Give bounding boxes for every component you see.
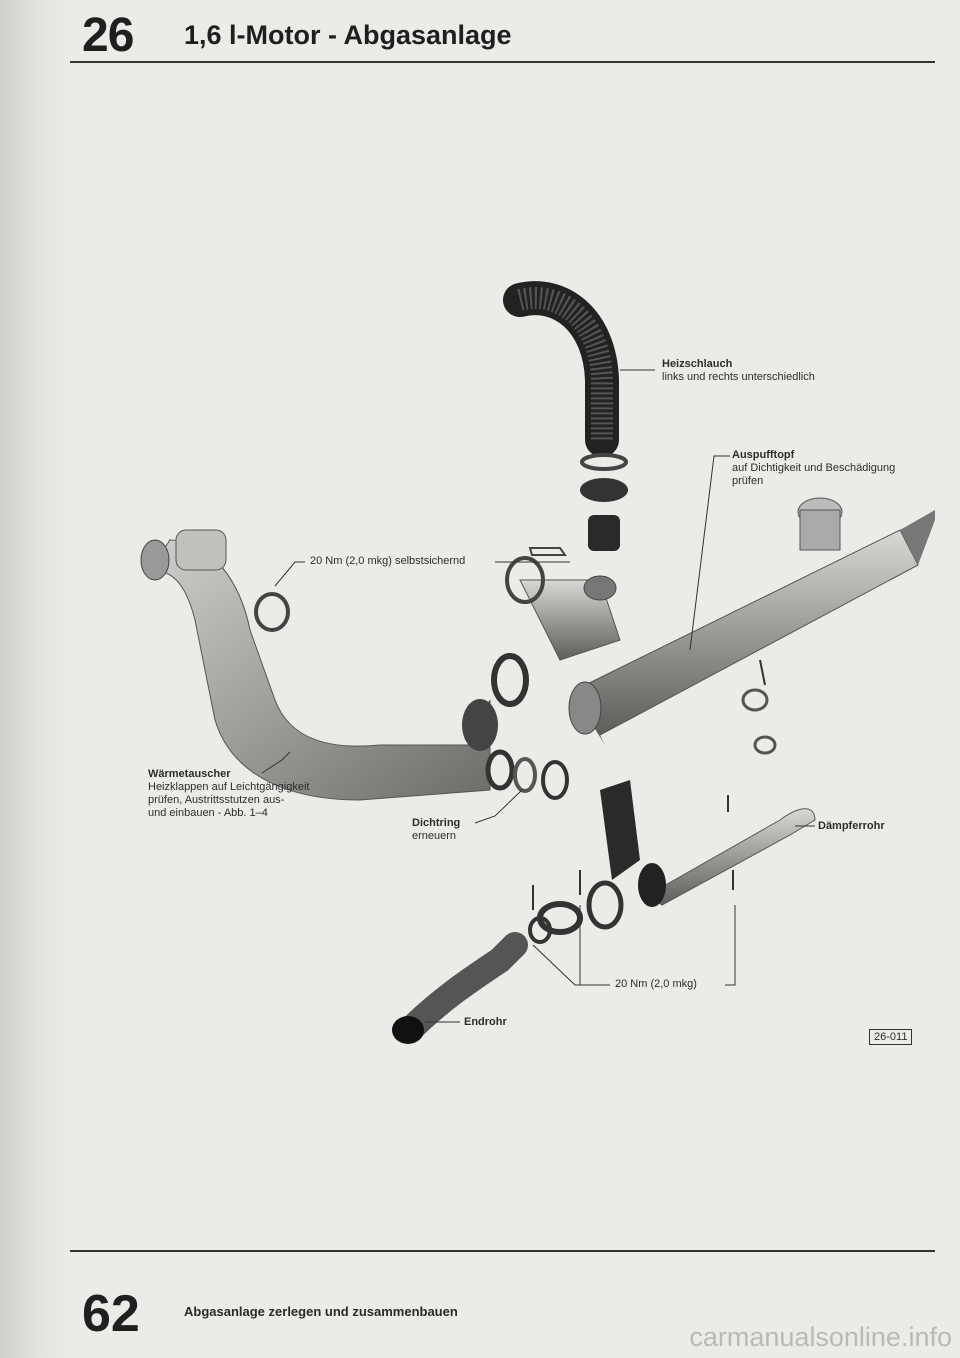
dichtring-note: erneuern bbox=[412, 830, 457, 842]
header-rule bbox=[70, 61, 935, 63]
footer-title: Abgasanlage zerlegen und zusammenbauen bbox=[184, 1304, 458, 1319]
figure-reference: 26-011 bbox=[869, 1029, 913, 1045]
label-auspufftopf: Auspufftopf auf Dichtigkeit und Beschädi… bbox=[732, 449, 895, 488]
waermetauscher-note-3: und einbauen - Abb. 1–4 bbox=[148, 807, 268, 819]
watermark: carmanualsonline.info bbox=[689, 1322, 952, 1352]
auspufftopf-note-2: prüfen bbox=[732, 475, 764, 487]
chapter-number: 26 bbox=[82, 9, 134, 62]
clamps-and-rings bbox=[485, 653, 777, 800]
heizschlauch-note: links und rechts unterschiedlich bbox=[662, 371, 815, 383]
auspufftopf-note-1: auf Dichtigkeit und Beschädigung bbox=[732, 462, 896, 474]
label-endrohr: Endrohr bbox=[464, 1016, 507, 1029]
bolts bbox=[532, 659, 766, 910]
daempferrohr-title: Dämpferrohr bbox=[818, 820, 885, 832]
label-dichtring: Dichtring erneuern bbox=[412, 817, 460, 843]
muffler bbox=[568, 497, 935, 745]
label-heizschlauch: Heizschlauch links und rechts unterschie… bbox=[662, 358, 815, 384]
endrohr-title: Endrohr bbox=[464, 1016, 507, 1028]
label-daempferrohr: Dämpferrohr bbox=[818, 820, 885, 833]
page-spine-shadow bbox=[0, 0, 70, 1358]
footer-rule bbox=[70, 1250, 935, 1252]
heat-exchanger bbox=[140, 529, 498, 801]
waermetauscher-note-2: prüfen, Austrittsstutzen aus- bbox=[148, 794, 285, 806]
auspufftopf-title: Auspufftopf bbox=[732, 449, 795, 461]
waermetauscher-title: Wärmetauscher bbox=[148, 768, 231, 780]
connector-pipe bbox=[505, 547, 621, 661]
heizschlauch-title: Heizschlauch bbox=[662, 358, 733, 370]
damper-pipe bbox=[586, 780, 816, 930]
leader-lines bbox=[261, 369, 815, 1023]
page-number: 62 bbox=[82, 1285, 140, 1343]
label-torque-self-locking: 20 Nm (2,0 mkg) selbstsichernd bbox=[310, 555, 466, 567]
label-waermetauscher: Wärmetauscher Heizklappen auf Leichtgäng… bbox=[148, 768, 309, 820]
dichtring-title: Dichtring bbox=[412, 817, 461, 829]
label-torque-clamp: 20 Nm (2,0 mkg) bbox=[615, 978, 697, 990]
waermetauscher-note-1: Heizklappen auf Leichtgängigkeit bbox=[148, 781, 310, 793]
page-title: 1,6 l-Motor - Abgasanlage bbox=[184, 20, 512, 50]
heater-hose bbox=[503, 281, 628, 551]
